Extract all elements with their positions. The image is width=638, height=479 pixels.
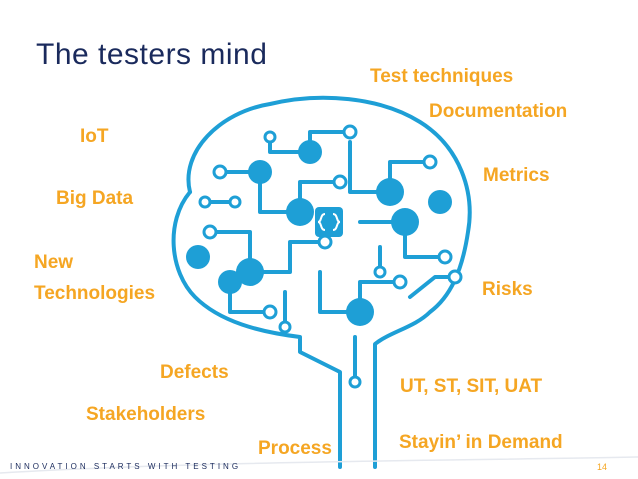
footer-tagline: INNOVATION STARTS WITH TESTING xyxy=(10,462,242,471)
footer-swoosh xyxy=(0,456,638,474)
keyword-new-technologies-line2: Technologies xyxy=(34,283,156,304)
keyword-iot: IoT xyxy=(80,126,109,147)
keyword-stakeholders: Stakeholders xyxy=(86,404,206,425)
page-number: 14 xyxy=(597,462,608,472)
slide-title: The testers mind xyxy=(36,38,268,71)
keyword-documentation: Documentation xyxy=(429,101,568,122)
keyword-test-techniques: Test techniques xyxy=(370,66,514,87)
keyword-risks: Risks xyxy=(482,279,533,300)
keyword-defects: Defects xyxy=(160,362,229,383)
keyword-metrics: Metrics xyxy=(483,165,550,186)
keyword-big-data: Big Data xyxy=(56,188,134,209)
keyword-process: Process xyxy=(258,438,332,459)
brain-circuit-icon xyxy=(171,95,472,469)
keyword-stayin-in-demand: Stayin’ in Demand xyxy=(399,432,563,453)
keyword-uat: UT, ST, SIT, UAT xyxy=(400,376,543,397)
keyword-new-technologies-line1: New xyxy=(34,252,74,273)
